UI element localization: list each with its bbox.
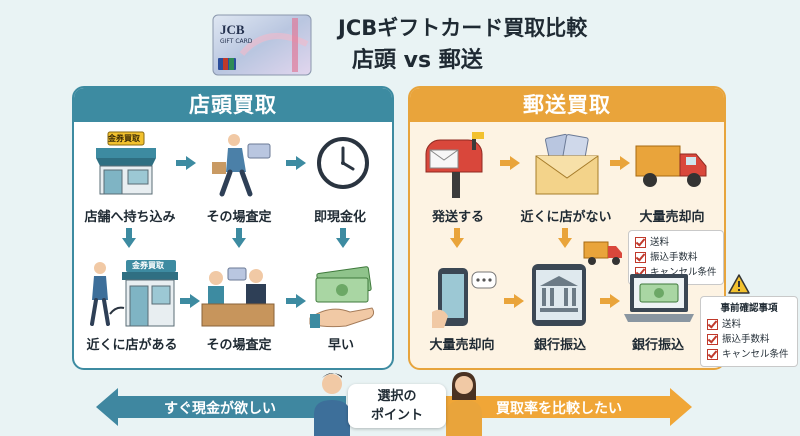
arrow-down-icon <box>558 228 572 248</box>
store-step-3-label: 即現金化 <box>313 210 366 225</box>
mail-step-6-label: 銀行振込 <box>631 338 684 353</box>
person-walking-icon <box>212 134 271 197</box>
cost-note-item: 振込手数料 <box>635 250 717 265</box>
mailbox-icon <box>425 132 484 198</box>
checkbox-checked-icon <box>707 349 718 360</box>
arrow-right-icon <box>286 294 306 308</box>
store-step-2-label: その場査定 <box>206 210 272 225</box>
arrow-down-icon <box>122 228 136 248</box>
store-step-5-label: その場査定 <box>206 338 272 353</box>
warning-icon <box>728 274 750 294</box>
confirm-notes-box: 事前確認事項 送料 振込手数料 キャンセル条件 <box>700 296 798 367</box>
confirm-note-item: 振込手数料 <box>707 332 791 347</box>
woman-thinking-icon <box>446 372 482 436</box>
selection-point-line1: 選択の <box>377 389 417 404</box>
smartphone-chat-icon <box>432 268 497 328</box>
arrow-right-icon <box>610 156 630 170</box>
cash-hand-icon <box>309 266 375 328</box>
arrow-right-icon <box>180 294 200 308</box>
envelope-cards-icon <box>535 133 599 195</box>
confirm-title: 事前確認事項 <box>720 303 778 314</box>
person-near-shop-icon <box>90 260 178 327</box>
truck-icon <box>583 241 622 265</box>
checkbox-checked-icon <box>707 334 718 345</box>
arrow-left-banner <box>96 388 346 426</box>
mail-step-1-label: 発送する <box>431 210 484 225</box>
page-title: JCBギフトカード買取比較 <box>338 16 588 40</box>
clock-icon <box>317 137 369 189</box>
arrow-right-icon <box>504 294 524 308</box>
arrow-down-icon <box>336 228 350 248</box>
shop-icon <box>96 131 156 195</box>
checkbox-checked-icon <box>707 319 718 330</box>
truck-icon <box>635 145 707 187</box>
page-subtitle: 店頭 vs 郵送 <box>352 48 483 73</box>
gift-card-icon <box>212 14 312 76</box>
store-heading: 店頭買取 <box>74 88 392 122</box>
shop-sign-text: 金券買取 <box>132 261 164 270</box>
arrow-right-icon <box>500 156 520 170</box>
bank-phone-icon <box>532 264 586 326</box>
mail-step-2-label: 近くに店がない <box>520 210 612 225</box>
arrow-down-icon <box>450 228 464 248</box>
confirm-note-item: 送料 <box>707 317 791 332</box>
banner-left-text: すぐ現金が欲しい <box>164 401 276 417</box>
arrow-right-banner <box>446 388 692 426</box>
selection-point-line2: ポイント <box>370 408 423 423</box>
arrow-right-icon <box>176 156 196 170</box>
mail-heading: 郵送買取 <box>410 88 724 122</box>
arrow-right-icon <box>600 294 620 308</box>
store-step-4-label: 近くに店がある <box>86 338 178 353</box>
laptop-cash-icon <box>624 274 694 322</box>
mail-step-5-label: 銀行振込 <box>533 338 586 353</box>
man-thinking-icon <box>314 373 350 436</box>
arrow-down-icon <box>232 228 246 248</box>
shop-sign-text: 金券買取 <box>108 134 140 143</box>
card-caption: GIFT CARD <box>220 38 253 45</box>
mail-step-3-label: 大量売却向 <box>639 210 705 225</box>
store-step-1-label: 店舗へ持ち込み <box>84 210 176 225</box>
store-step-6-label: 早い <box>327 338 354 353</box>
cost-note-item: 送料 <box>635 235 717 250</box>
banner-right-text: 買取率を比較したい <box>496 401 622 417</box>
confirm-note-item: キャンセル条件 <box>707 347 791 362</box>
checkbox-checked-icon <box>635 252 646 263</box>
counter-appraisal-icon <box>201 267 275 327</box>
arrow-right-icon <box>286 156 306 170</box>
mail-step-4-label: 大量売却向 <box>429 338 495 353</box>
selection-point-box: 選択の ポイント <box>348 384 446 428</box>
card-brand: JCB <box>220 22 245 37</box>
checkbox-checked-icon <box>635 237 646 248</box>
